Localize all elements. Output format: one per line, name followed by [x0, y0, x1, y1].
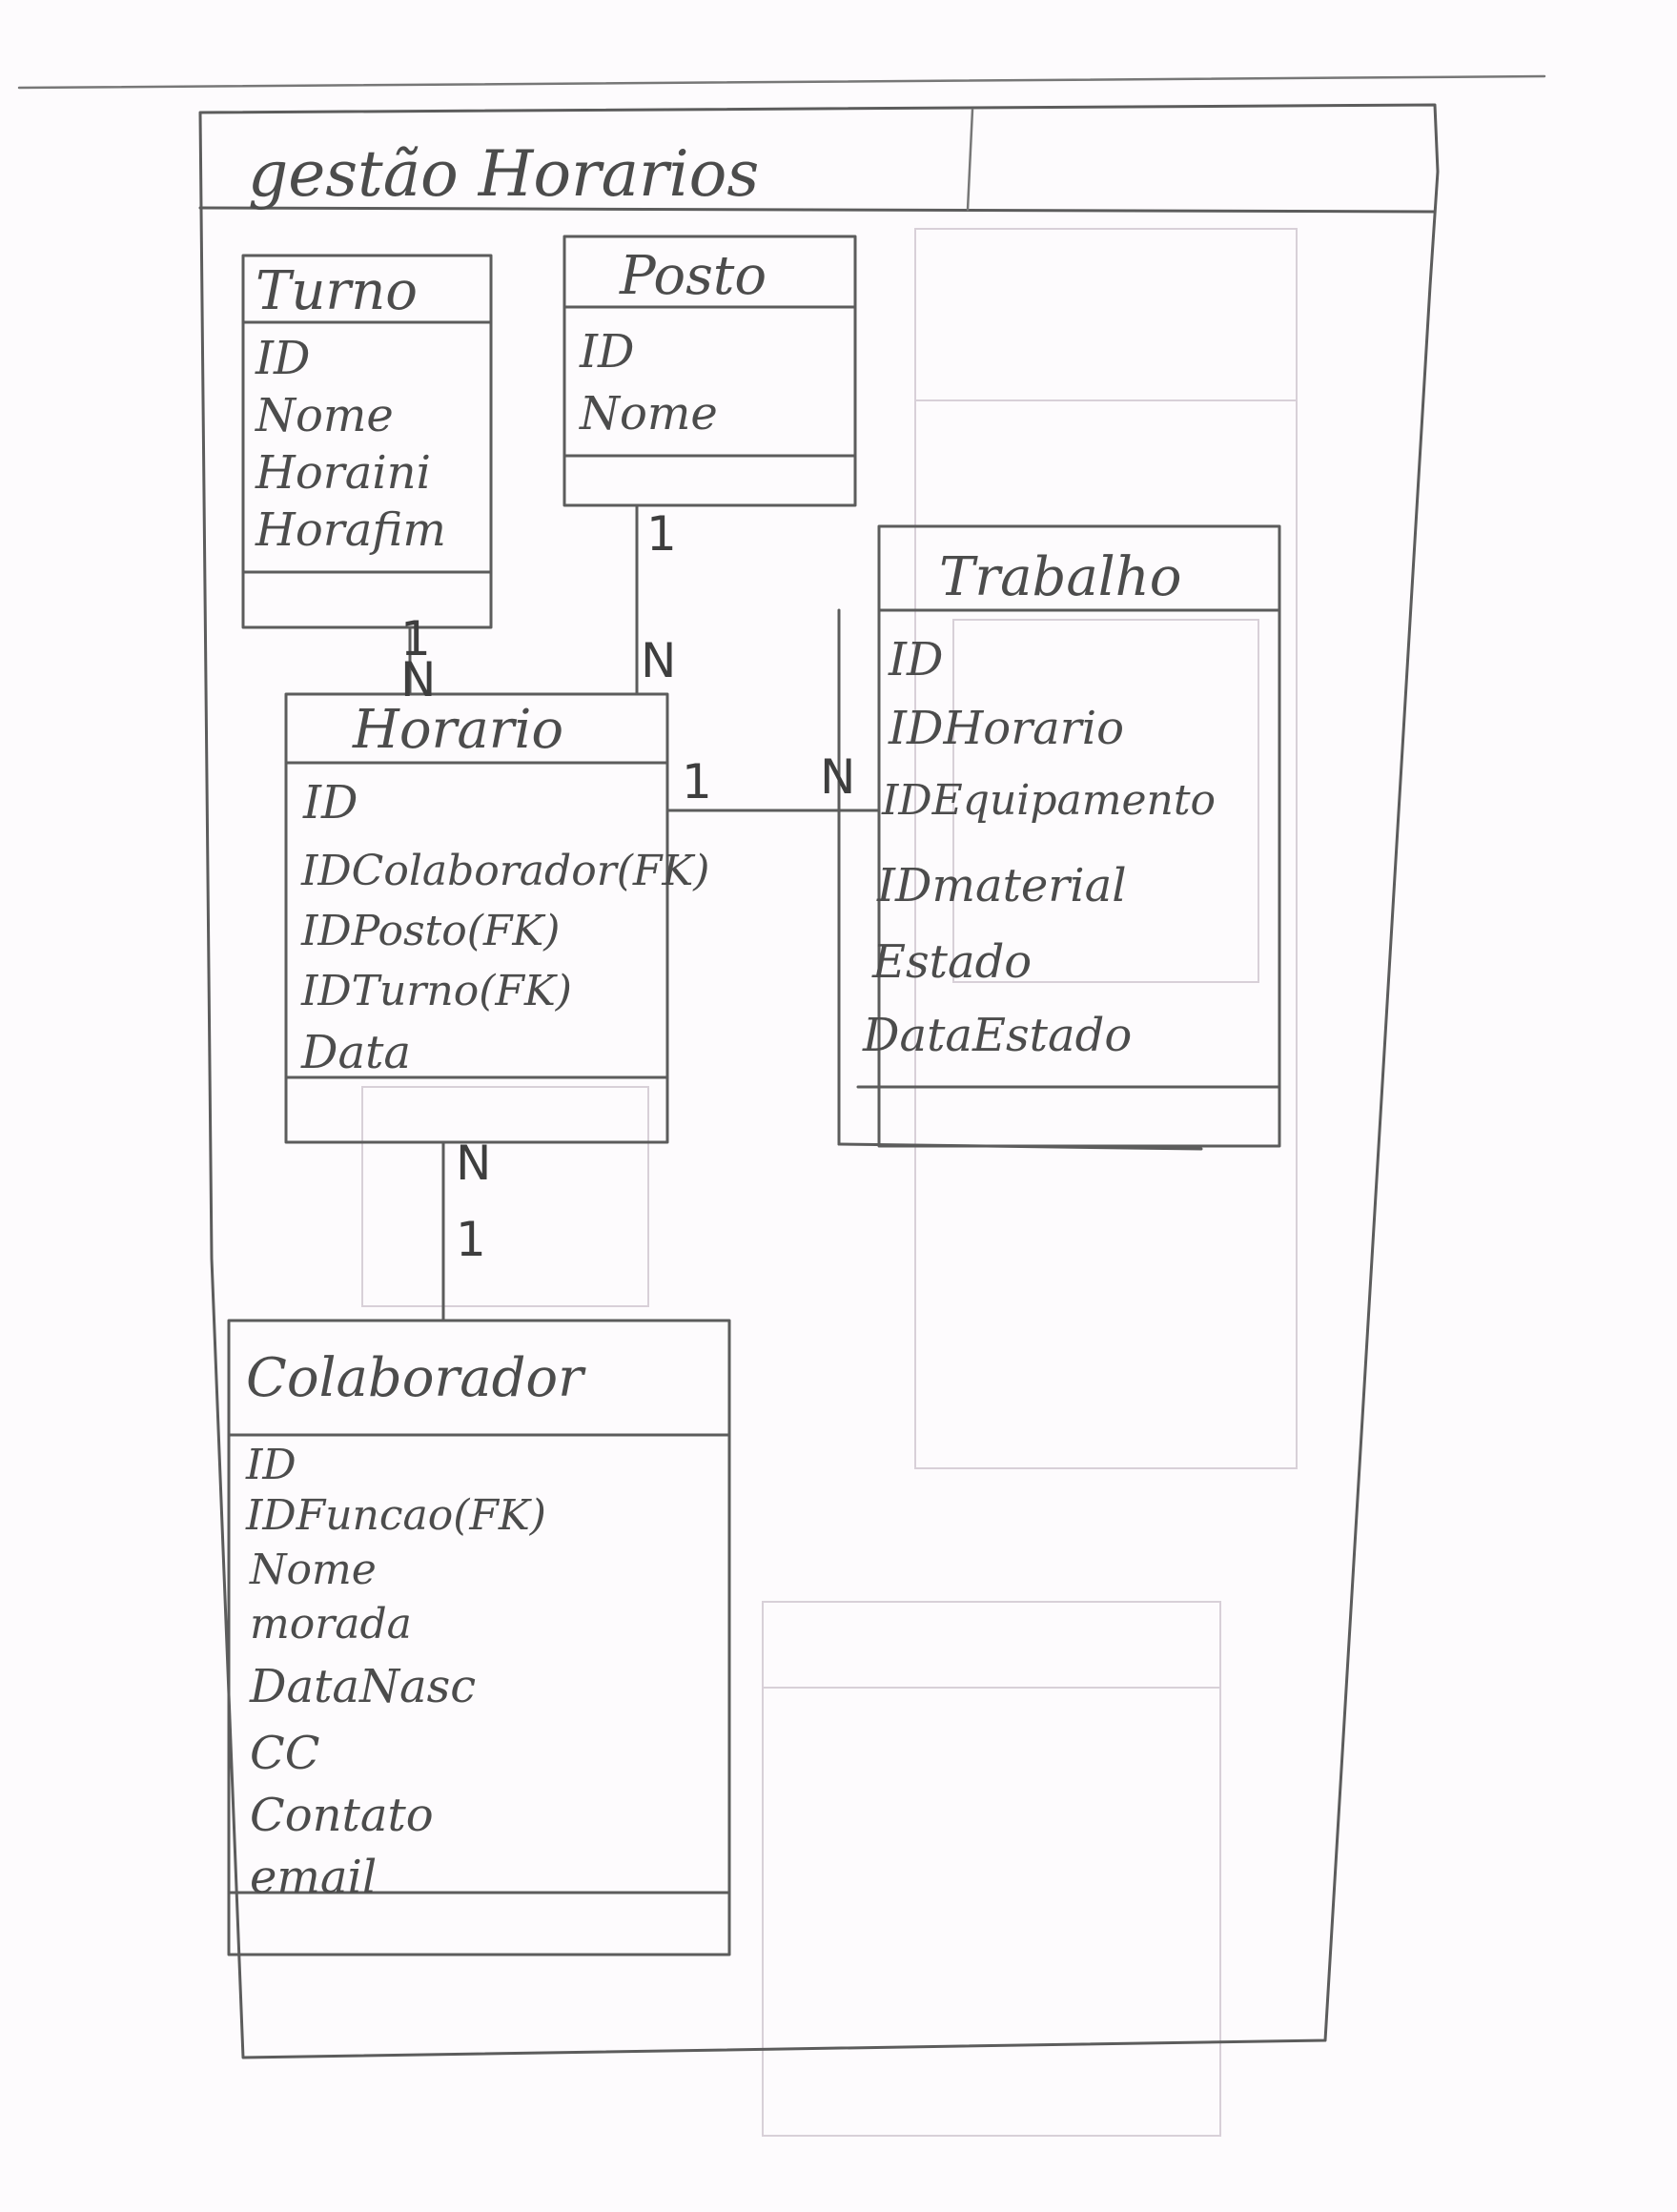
colaborador-attr-morada: morada [250, 1600, 412, 1649]
trabalho-attr-dataestado: DataEstado [863, 1009, 1133, 1062]
horario-attr-idturno: IDTurno(FK) [301, 967, 572, 1015]
title-separator [198, 206, 1437, 214]
posto-attr-id: ID [580, 325, 635, 379]
entity-turno-box [241, 254, 493, 629]
entity-horario-name: Horario [353, 699, 564, 761]
colaborador-attr-email: email [250, 1851, 378, 1904]
card-trabalho-n: N [820, 749, 856, 805]
page-top-rule [17, 74, 1546, 90]
colaborador-attr-contato: Contato [250, 1789, 434, 1842]
entity-trabalho-name: Trabalho [939, 546, 1182, 608]
horario-attr-idcolaborador: IDColaborador(FK) [301, 847, 710, 895]
diagram-title: gestão Horarios [248, 137, 760, 211]
trabalho-attr-estado: Estado [872, 935, 1033, 989]
colaborador-attr-datanasc: DataNasc [250, 1660, 477, 1713]
horario-attr-data: Data [301, 1026, 412, 1079]
title-divider [966, 108, 974, 212]
posto-attr-nome: Nome [580, 387, 718, 440]
card-horario-n-turno: N [400, 652, 437, 707]
card-turno-1: 1 [400, 611, 431, 666]
outer-frame [198, 103, 1440, 2059]
entity-posto-box [562, 235, 857, 507]
entity-turno-name: Turno [256, 260, 418, 322]
card-horario-n-colaborador: N [456, 1136, 492, 1191]
colaborador-attr-idfuncao: IDFuncao(FK) [246, 1491, 546, 1540]
colaborador-attr-nome: Nome [250, 1546, 377, 1594]
trabalho-attr-idhorario: IDHorario [889, 702, 1124, 755]
turno-attr-id: ID [256, 332, 311, 385]
turno-attr-horaini: Horaini [256, 446, 431, 500]
turno-attr-nome: Nome [256, 389, 394, 442]
entity-colaborador-name: Colaborador [246, 1347, 583, 1409]
turno-attr-horafim: Horafim [256, 503, 446, 557]
card-posto-1: 1 [646, 506, 677, 562]
entity-colaborador-box [227, 1319, 731, 1956]
entity-horario-box [284, 692, 669, 1144]
horario-attr-idposto: IDPosto(FK) [301, 907, 561, 955]
trabalho-attr-idmaterial: IDmaterial [877, 859, 1127, 912]
colaborador-attr-id: ID [246, 1441, 297, 1489]
bleed-through-marks [361, 228, 1298, 2137]
trabalho-attr-id: ID [889, 633, 944, 686]
colaborador-attr-cc: CC [250, 1727, 320, 1780]
entity-posto-name: Posto [620, 245, 767, 307]
entity-trabalho-box [837, 524, 1281, 1151]
trabalho-attr-idequipamento: IDEquipamento [882, 776, 1217, 825]
horario-attr-id: ID [303, 776, 358, 830]
card-colaborador-1: 1 [456, 1212, 486, 1267]
card-horario-n-posto: N [641, 633, 677, 688]
card-horario-1-trabalho: 1 [682, 754, 712, 809]
